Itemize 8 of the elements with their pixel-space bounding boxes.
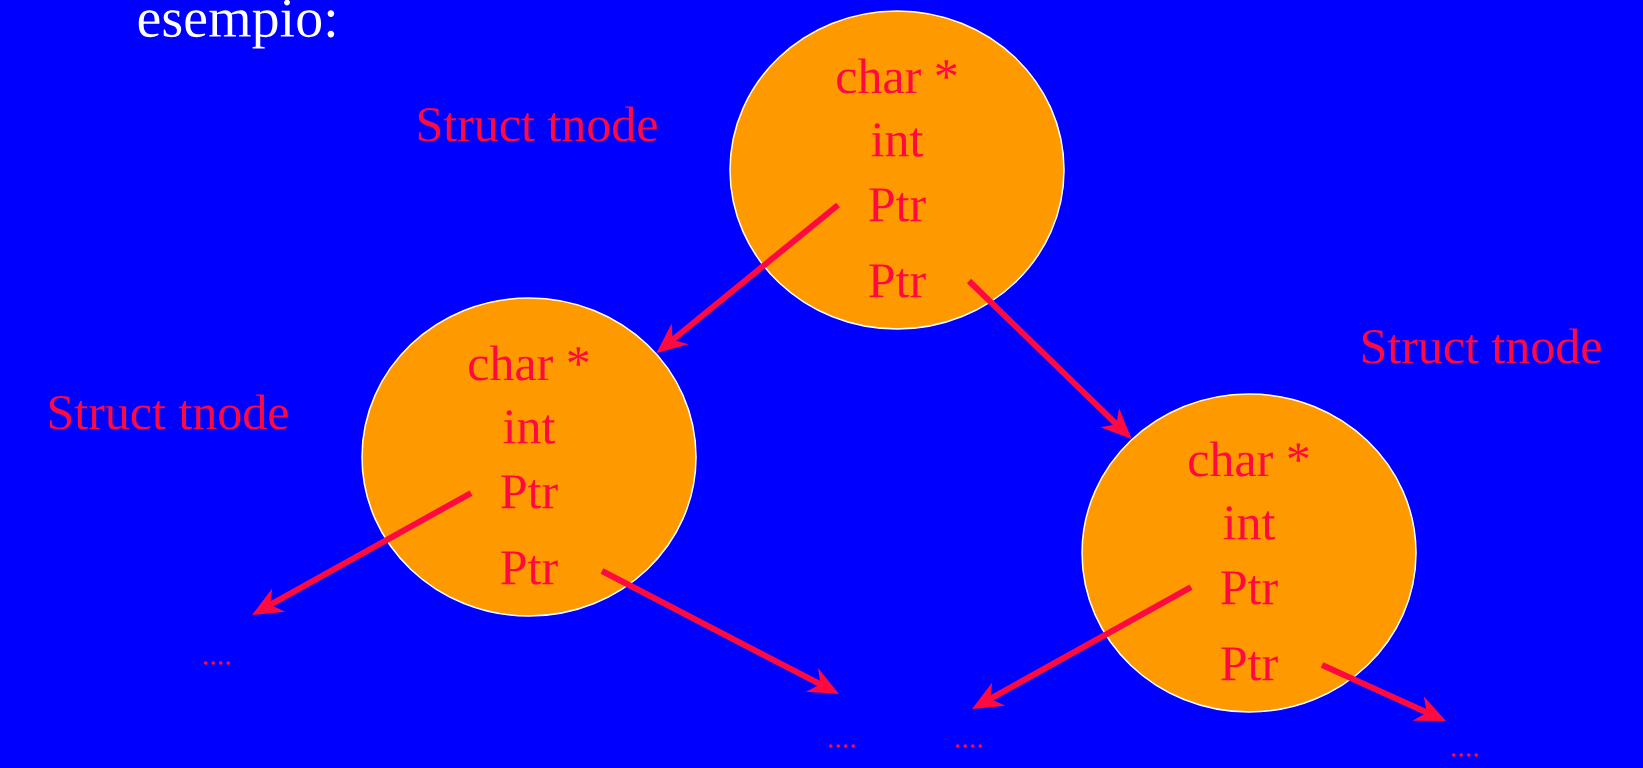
ellipsis-text: .... [956, 744, 983, 748]
ellipsis-text: .... [1452, 753, 1479, 757]
ellipsis-text: .... [204, 661, 230, 665]
struct-label: Struct tnode [418, 106, 657, 142]
ellipsis-text: .... [829, 744, 856, 748]
struct-label: Struct tnode [49, 394, 288, 430]
struct-label: Struct tnode [1362, 328, 1601, 364]
title: esempio: [138, 0, 335, 49]
